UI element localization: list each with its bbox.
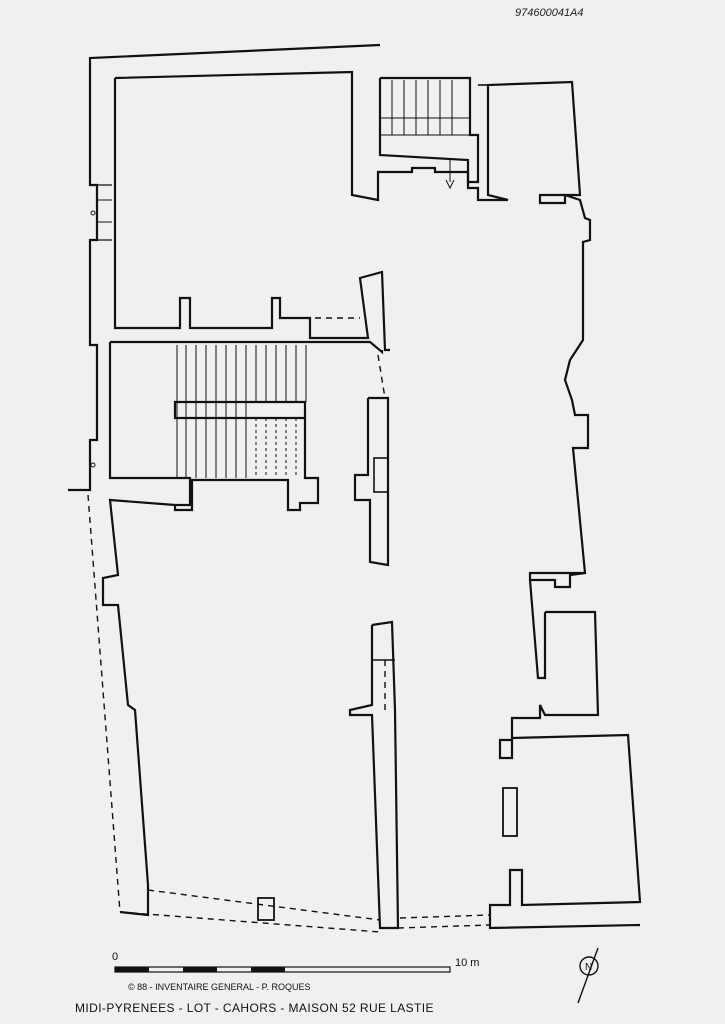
scale-end-label: 10 m bbox=[455, 957, 479, 969]
niche-southeast bbox=[502, 787, 518, 837]
west-wall bbox=[68, 43, 381, 492]
floor-plan bbox=[68, 43, 642, 930]
scale-bar: 0 10 m bbox=[112, 951, 479, 973]
room-northwest-inner bbox=[113, 78, 390, 352]
central-stair-hall bbox=[110, 340, 384, 355]
door-hinge-marker bbox=[90, 210, 96, 216]
room-northwest bbox=[114, 70, 592, 589]
scale-start-label: 0 bbox=[112, 951, 118, 963]
north-arrow-icon: N bbox=[577, 947, 599, 1004]
door-hinge-marker bbox=[90, 462, 96, 468]
room-southeast-middle-west bbox=[528, 579, 547, 680]
stair-treads-north bbox=[380, 80, 478, 190]
dashed-missing-walls bbox=[87, 317, 491, 933]
east-partition-upper bbox=[353, 396, 390, 567]
north-arrow-label: N bbox=[585, 962, 592, 973]
stair-treads bbox=[176, 345, 307, 478]
sheet-reference-number: 974600041A4 bbox=[515, 7, 584, 19]
room-southeast bbox=[488, 733, 642, 930]
room-southeast-middle bbox=[498, 610, 600, 760]
central-stair-hall-body bbox=[108, 342, 320, 512]
stair-treads-dashed bbox=[255, 418, 297, 478]
stair-well-upper bbox=[378, 76, 480, 184]
credit-line: © 88 - INVENTAIRE GENERAL - P. ROQUES bbox=[128, 982, 311, 992]
niche bbox=[373, 457, 389, 493]
pillar-south bbox=[257, 897, 275, 921]
room-southwest-east-wall bbox=[348, 620, 400, 930]
sheet-title: MIDI-PYRENEES - LOT - CAHORS - MAISON 52… bbox=[75, 1001, 434, 1015]
